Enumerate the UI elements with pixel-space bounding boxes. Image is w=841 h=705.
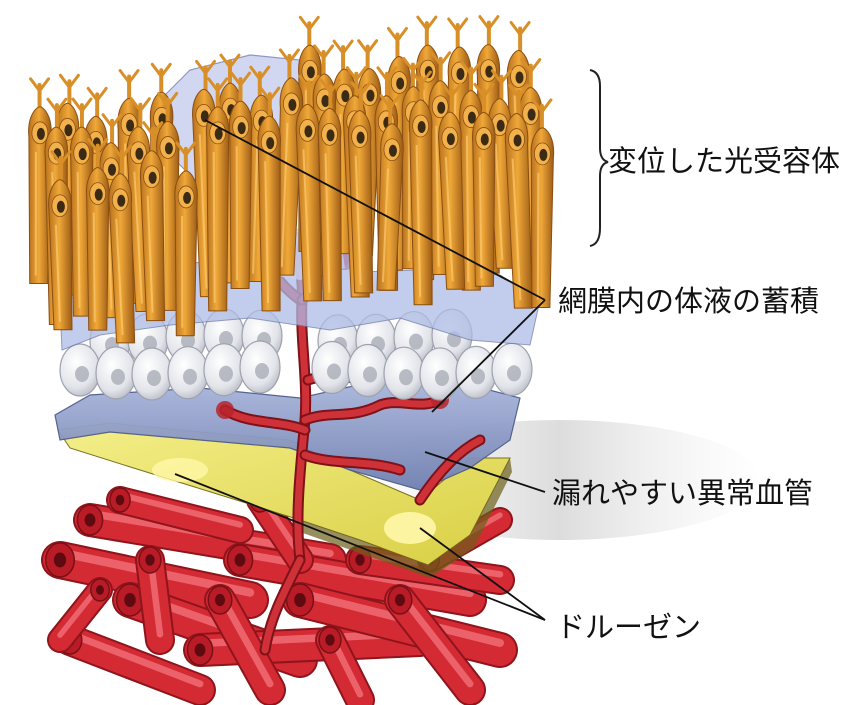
- retinal-cell: [312, 341, 352, 393]
- photoreceptor-bracket: [590, 70, 608, 246]
- retinal-cell: [384, 347, 424, 399]
- retinal-cell: [492, 343, 532, 395]
- label-displaced-photoreceptors: 変位した光受容体: [608, 144, 840, 178]
- leak-blob: [216, 401, 234, 419]
- retinal-cell: [96, 347, 136, 399]
- retinal-cell: [168, 347, 208, 399]
- vessel-segment: [139, 547, 161, 640]
- retinal-cell: [60, 344, 100, 396]
- retinal-cell: [240, 341, 280, 393]
- retinal-cell: [204, 344, 244, 396]
- photoreceptor-cell: [206, 79, 229, 311]
- label-leaky-vessels: 漏れやすい異常血管: [552, 476, 813, 510]
- retinal-cell: [348, 344, 388, 396]
- label-drusen: ドルーゼン: [556, 610, 701, 644]
- retinal-cell: [420, 348, 460, 400]
- label-fluid-accumulation: 網膜内の体液の蓄積: [558, 284, 819, 318]
- retinal-cell: [132, 348, 172, 400]
